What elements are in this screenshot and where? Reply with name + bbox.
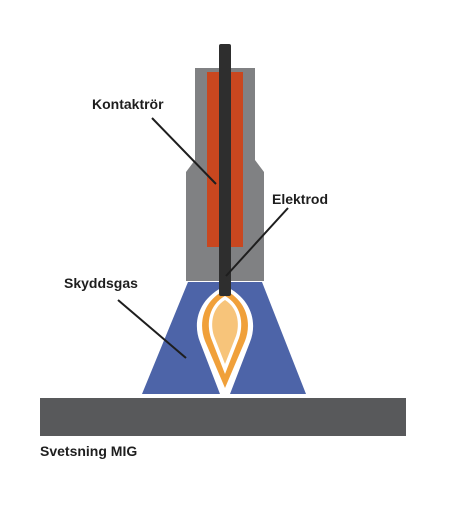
welding-arc-core: [212, 300, 238, 364]
contact-tube-leader: [151, 117, 217, 185]
diagram-caption: Svetsning MIG: [40, 443, 137, 459]
shielding-gas-leader: [117, 299, 187, 359]
contact-tube-label: Kontaktrör: [92, 96, 164, 112]
shielding-gas-label: Skyddsgas: [64, 275, 138, 291]
workpiece-plate: [40, 398, 406, 436]
electrode-wire: [219, 44, 231, 296]
electrode-label: Elektrod: [272, 191, 328, 207]
electrode-leader: [225, 207, 289, 277]
